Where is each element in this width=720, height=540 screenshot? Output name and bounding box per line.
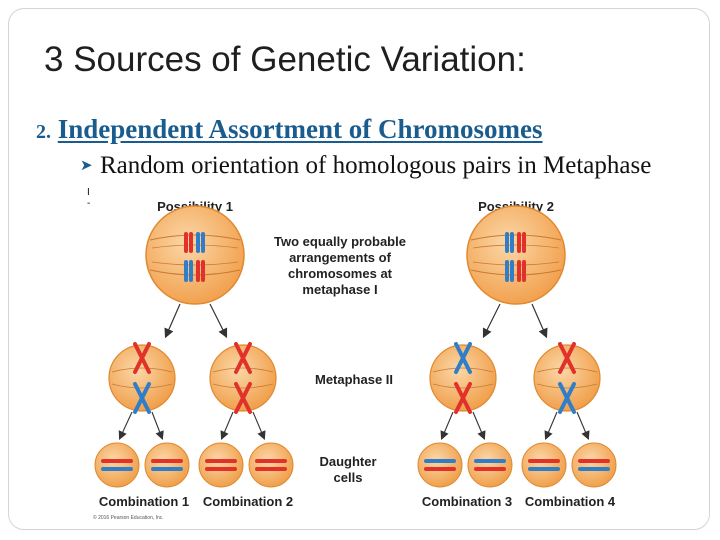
daughter-cell-8 [571, 442, 617, 488]
arrow-p2-left [482, 303, 501, 339]
arrow-mii4-left [544, 411, 558, 441]
metaphase-i-cell-possibility-2 [466, 205, 566, 305]
arrow-p1-left [164, 303, 181, 339]
combination-2-label: Combination 2 [203, 494, 293, 509]
daughter-cell-4 [248, 442, 294, 488]
metaphase-ii-label: Metaphase II [315, 372, 393, 387]
daughter-label-line-2: cells [334, 470, 363, 485]
slide-frame [8, 8, 710, 530]
arrow-p2-right [531, 303, 548, 339]
combination-1-label: Combination 1 [99, 494, 189, 509]
arrow-mii4-right [576, 411, 590, 441]
center-label-line-4: metaphase I [302, 282, 377, 297]
arrow-mii1-right [151, 411, 164, 441]
center-label-line-2: arrangements of [289, 250, 392, 265]
arrow-mii2-left [220, 411, 234, 441]
daughter-cell-1 [94, 442, 140, 488]
daughter-cell-3 [198, 442, 244, 488]
arrow-mii3-left [440, 411, 454, 441]
daughter-cell-5 [417, 442, 463, 488]
slide-title: 3 Sources of Genetic Variation: [44, 40, 526, 79]
arrow-mii1-left [118, 411, 133, 440]
daughter-cell-6 [467, 442, 513, 488]
daughter-label-line-1: Daughter [319, 454, 376, 469]
bullet-overflow-fragment: I- [87, 187, 91, 209]
metaphase-ii-cell-4 [533, 342, 601, 414]
bullet-item: ➤ Random orientation of homologous pairs … [80, 152, 651, 180]
metaphase-ii-cell-2 [209, 342, 277, 414]
combination-3-label: Combination 3 [422, 494, 512, 509]
bullet-text: Random orientation of homologous pairs i… [100, 152, 652, 179]
arrow-mii2-right [252, 411, 266, 441]
arrow-p1-right [209, 303, 228, 339]
bullet-arrow-icon: ➤ [80, 158, 93, 174]
metaphase-ii-cell-1 [108, 342, 176, 414]
subtitle-text: Independent Assortment of Chromosomes [57, 114, 543, 144]
arrow-mii3-right [472, 411, 486, 441]
metaphase-i-cell-possibility-1 [145, 205, 245, 305]
copyright-notice: © 2016 Pearson Education, Inc. [93, 514, 164, 521]
center-label-line-1: Two equally probable [274, 234, 406, 249]
daughter-cell-7 [521, 442, 567, 488]
daughter-cell-2 [144, 442, 190, 488]
metaphase-ii-cell-3 [429, 342, 497, 414]
slide-subtitle: 2. Independent Assortment of Chromosomes [36, 114, 543, 145]
center-label-line-3: chromosomes at [288, 266, 393, 281]
bullet-fragment-text: I [87, 187, 90, 198]
combination-4-label: Combination 4 [525, 494, 616, 509]
subtitle-number: 2. [36, 121, 51, 143]
